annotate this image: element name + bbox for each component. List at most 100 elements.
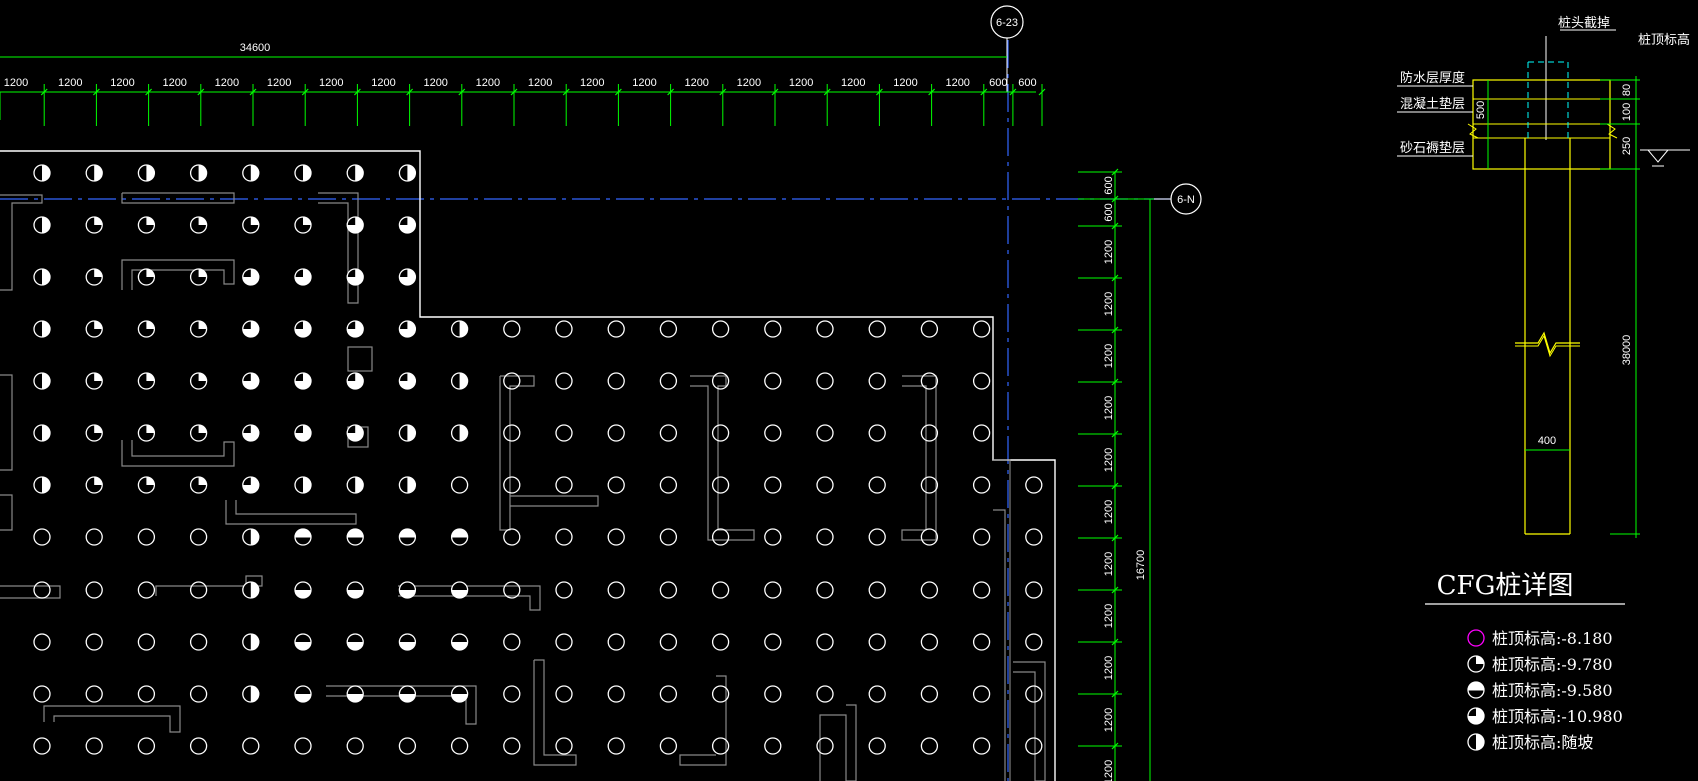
pile-plain — [868, 320, 886, 338]
right-dimension-segment: 1200 — [1103, 760, 1115, 781]
pile-plain — [555, 581, 573, 599]
pile-quarter — [137, 424, 156, 442]
pile-legend: 桩顶标高:-8.180桩顶标高:-9.780桩顶标高:-9.580桩顶标高:-1… — [1467, 629, 1623, 752]
pile-half-bottom — [346, 581, 364, 599]
axis-tag-row-text: 6-N — [1177, 194, 1195, 206]
pile-plain — [764, 528, 782, 546]
layer-dim-250: 250 — [1621, 137, 1633, 155]
layer-dim-80: 80 — [1621, 84, 1633, 96]
pile-plain — [659, 424, 678, 442]
pile-quarter — [85, 476, 103, 494]
pile-half-right — [33, 216, 51, 234]
top-dimension-segment: 1200 — [632, 77, 656, 89]
axis-tag-column[interactable]: 6-23 — [990, 5, 1024, 92]
pile-plain — [555, 424, 573, 442]
pile-plain — [607, 528, 625, 546]
pile-plain — [764, 476, 782, 494]
layer-dim-500: 500 — [1475, 101, 1487, 119]
top-dimension-segment: 1200 — [4, 77, 28, 89]
pile-plain — [816, 528, 834, 546]
pile-three-quarter — [398, 216, 417, 234]
right-dimension-segment: 600 — [1103, 203, 1115, 221]
pile-plain — [85, 581, 103, 599]
pile-plain — [920, 476, 939, 494]
pile-plain — [711, 320, 730, 338]
pile-plain — [659, 581, 678, 599]
top-dimension-segment: 1200 — [267, 77, 291, 89]
right-dimension-segment: 1200 — [1103, 344, 1115, 368]
pile-quarter — [1467, 655, 1485, 673]
pile-plain — [607, 476, 625, 494]
pile-half-top — [450, 528, 469, 546]
layer-label-concrete: 混凝土垫层 — [1400, 96, 1465, 112]
pile-plain — [607, 737, 625, 755]
pile-three-quarter — [294, 268, 312, 286]
pile-half-right — [33, 476, 51, 494]
pile-plain — [711, 528, 730, 546]
pile-plain — [503, 424, 521, 442]
pile-half-bottom — [450, 633, 469, 651]
pile-half-right — [294, 476, 312, 494]
pile-plain — [137, 633, 156, 651]
pile-plain — [764, 424, 782, 442]
pile-three-quarter — [1467, 707, 1485, 725]
pile-three-quarter — [346, 320, 364, 338]
legend-item-text: 桩顶标高:-8.180 — [1492, 629, 1613, 648]
top-dimension-segment: 1200 — [789, 77, 813, 89]
right-dimension-segment: 1200 — [1103, 240, 1115, 264]
pile-plain — [659, 737, 678, 755]
pile-half-right — [85, 164, 103, 182]
pile-plain — [764, 737, 782, 755]
pile-plain — [659, 633, 678, 651]
pile-plain — [764, 633, 782, 651]
pile-plain — [555, 633, 573, 651]
top-dimension-segment: 1200 — [423, 77, 447, 89]
pile-half-right — [242, 581, 260, 599]
pile-plain — [607, 424, 625, 442]
right-dimension-total: 16700 — [1135, 550, 1147, 581]
right-dimension-segment: 1200 — [1103, 604, 1115, 628]
pile-plain — [972, 633, 991, 651]
pile-plain — [503, 528, 521, 546]
pile-plain — [659, 372, 678, 390]
pile-half-right — [346, 164, 364, 182]
pile-plain — [607, 581, 625, 599]
pile-plain — [816, 424, 834, 442]
pile-half-bottom — [346, 633, 364, 651]
pile-plain — [711, 737, 730, 755]
pile-plain — [398, 737, 417, 755]
pile-plain — [920, 581, 939, 599]
pile-plain — [85, 737, 103, 755]
pile-plain — [607, 320, 625, 338]
top-dimension-segment: 1200 — [215, 77, 239, 89]
top-dimension-segment: 1200 — [945, 77, 969, 89]
pile-plain — [555, 737, 573, 755]
axis-lines — [0, 40, 1170, 781]
pile-plain — [503, 581, 521, 599]
pile-plain — [972, 528, 991, 546]
pile-half-right — [189, 164, 208, 182]
pile-plain — [346, 737, 364, 755]
pile-quarter — [189, 424, 208, 442]
pile-three-quarter — [398, 268, 417, 286]
pile-plain — [764, 581, 782, 599]
pile-plain — [1025, 633, 1043, 651]
cfg-pile-detail: 桩头截掉 桩顶标高 500 400 80 100 250 38000 — [1397, 16, 1690, 605]
pile-plain — [503, 633, 521, 651]
pile-plain — [1025, 737, 1043, 755]
pile-plain — [503, 685, 521, 703]
right-dimension-segment: 1200 — [1103, 448, 1115, 472]
pile-quarter — [189, 216, 208, 234]
legend-item-text: 桩顶标高:-9.580 — [1492, 681, 1613, 700]
pile-plain — [972, 424, 991, 442]
layer-label-gravel: 砂石褥垫层 — [1400, 140, 1465, 156]
pile-plain — [972, 581, 991, 599]
top-dimension-segment: 1200 — [684, 77, 708, 89]
pile-plain — [764, 372, 782, 390]
pile-plain — [868, 581, 886, 599]
pile-plain — [816, 476, 834, 494]
pile-plain — [137, 685, 156, 703]
pile-half-right — [346, 476, 364, 494]
top-dimension-segment: 1200 — [841, 77, 865, 89]
